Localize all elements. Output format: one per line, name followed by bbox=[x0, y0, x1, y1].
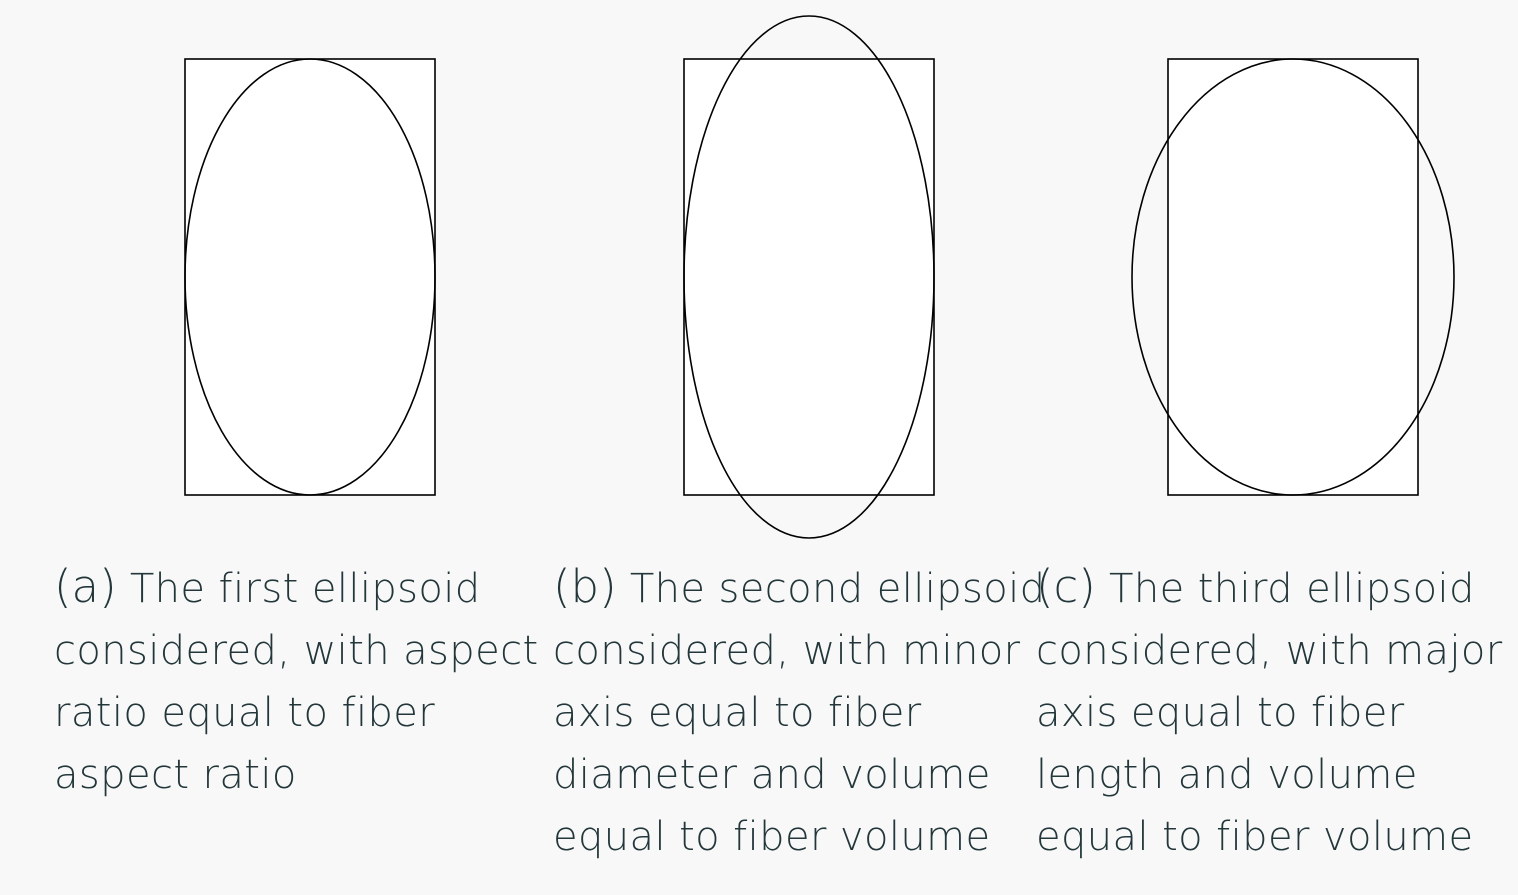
ellipsoid-a bbox=[184, 58, 436, 496]
caption-a-text-1: The first ellipsoid bbox=[129, 566, 481, 612]
ellipsoid-c bbox=[1131, 58, 1455, 496]
panel-b-figure bbox=[683, 15, 935, 539]
fiber-rectangle-b bbox=[683, 58, 935, 496]
panel-a-figure bbox=[184, 58, 436, 496]
caption-a: (a) The first ellipsoid considered, with… bbox=[54, 556, 539, 806]
caption-a-line-1: (a) The first ellipsoid bbox=[54, 556, 534, 620]
caption-a-line-2: considered, with aspect bbox=[54, 628, 539, 674]
caption-a-line-4: aspect ratio bbox=[54, 752, 297, 798]
caption-c-tag: (c) bbox=[1036, 560, 1096, 613]
caption-b-line-5: equal to fiber volume bbox=[553, 814, 991, 860]
panel-c-figure bbox=[1131, 58, 1455, 496]
fiber-rectangle-a bbox=[184, 58, 436, 496]
caption-c-line-5: equal to fiber volume bbox=[1036, 814, 1474, 860]
caption-b-line-2: considered, with minor bbox=[553, 628, 1021, 674]
caption-b-line-3: axis equal to fiber bbox=[553, 690, 922, 736]
caption-c-line-1: (c) The third ellipsoid bbox=[1036, 556, 1506, 620]
caption-c: (c) The third ellipsoid considered, with… bbox=[1036, 556, 1506, 868]
fiber-rectangle-c bbox=[1167, 58, 1419, 496]
caption-b-tag: (b) bbox=[553, 560, 617, 613]
caption-a-line-3: ratio equal to fiber bbox=[54, 690, 436, 736]
caption-c-line-4: length and volume bbox=[1036, 752, 1418, 798]
caption-b-text-1: The second ellipsoid bbox=[629, 566, 1046, 612]
caption-b-line-4: diameter and volume bbox=[553, 752, 991, 798]
ellipsoid-figures bbox=[184, 15, 1455, 539]
ellipsoid-b bbox=[683, 15, 935, 539]
caption-b: (b) The second ellipsoid considered, wit… bbox=[553, 556, 1045, 868]
caption-b-line-1: (b) The second ellipsoid bbox=[553, 556, 1045, 620]
caption-c-text-1: The third ellipsoid bbox=[1108, 566, 1475, 612]
caption-c-line-3: axis equal to fiber bbox=[1036, 690, 1405, 736]
caption-a-tag: (a) bbox=[54, 560, 117, 613]
caption-c-line-2: considered, with major bbox=[1036, 628, 1503, 674]
